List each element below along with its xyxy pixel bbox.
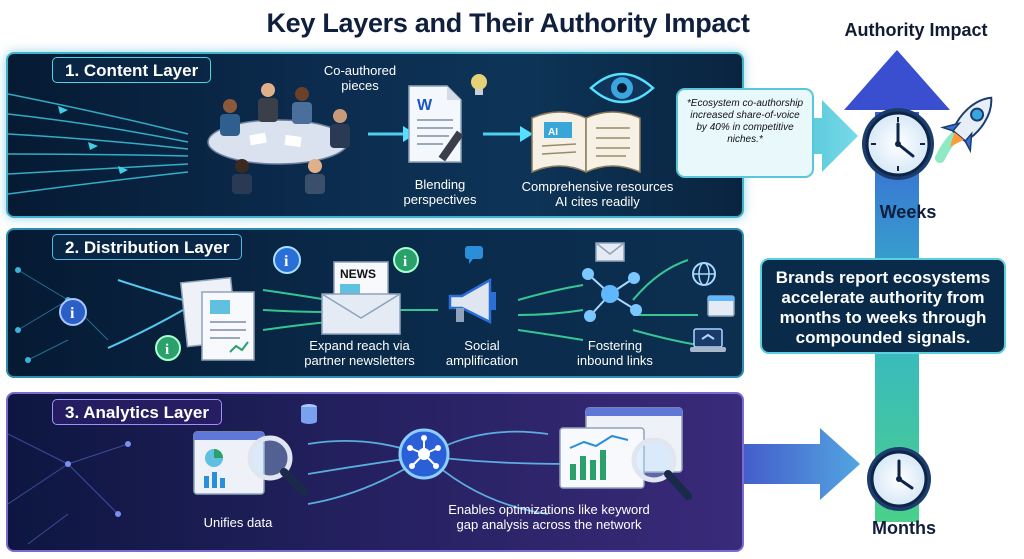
analytics-layer-tag: 3. Analytics Layer — [52, 399, 222, 425]
content-flow-lines — [8, 93, 533, 195]
caption-links: Fostering inbound links — [577, 338, 653, 368]
open-book-icon: AI — [531, 111, 641, 174]
info-icon: i — [393, 247, 419, 273]
envelope-icon — [595, 242, 625, 262]
caption-newsletters: Expand reach via partner newsletters — [304, 338, 415, 368]
svg-text:W: W — [417, 97, 433, 114]
page-title: Key Layers and Their Authority Impact — [266, 8, 750, 38]
clock-icon — [862, 108, 934, 180]
distribution-network-lines — [15, 259, 699, 363]
newspaper-envelope-icon: NEWS — [321, 261, 401, 335]
caption-coauthored: Co-authored pieces — [323, 63, 397, 93]
distribution-layer-tag: 2. Distribution Layer — [52, 234, 243, 260]
caption-social: Social amplification — [445, 338, 519, 368]
database-icon — [301, 404, 317, 424]
megaphone-icon — [448, 277, 496, 325]
laptop-icon — [690, 328, 726, 352]
globe-icon — [692, 262, 716, 286]
document-stack-icon — [179, 276, 255, 361]
authority-report-card: Brands report ecosystems accelerate auth… — [760, 258, 1006, 354]
content-layer-tag: 1. Content Layer — [52, 57, 212, 83]
months-label: Months — [872, 518, 936, 538]
weeks-label: Weeks — [879, 202, 937, 222]
dashboard-icon — [193, 431, 265, 495]
svg-text:AI: AI — [548, 127, 558, 138]
caption-enables: Enables optimizations like keyword gap a… — [448, 502, 650, 532]
caption-blending: Blending perspectives — [403, 177, 477, 207]
info-icon: i — [273, 246, 301, 274]
lightbulb-icon — [471, 74, 487, 95]
magnifier-icon — [247, 435, 308, 496]
clock-icon — [867, 447, 931, 511]
caption-resources: Comprehensive resources AI cites readily — [521, 179, 674, 209]
caption-unifies: Unifies data — [203, 515, 273, 530]
word-document-icon: W — [408, 85, 464, 163]
share-of-voice-note: *Ecosystem co-authorship increased share… — [676, 88, 814, 178]
chat-bubble-icon — [465, 246, 483, 264]
info-icon: i — [155, 335, 181, 361]
svg-text:i: i — [284, 253, 289, 270]
info-icon: i — [59, 298, 87, 326]
network-node-icon — [582, 268, 642, 322]
meeting-icon — [207, 83, 350, 194]
analytics-dashboard-icon — [559, 407, 692, 500]
svg-text:i: i — [403, 254, 407, 270]
hub-icon — [398, 428, 450, 480]
browser-window-icon — [707, 295, 735, 317]
svg-text:i: i — [70, 305, 75, 322]
svg-text:i: i — [165, 342, 169, 358]
rocket-icon — [935, 96, 993, 163]
eye-icon — [589, 72, 655, 104]
news-label: NEWS — [340, 267, 376, 281]
authority-impact-label: Authority Impact — [844, 20, 988, 40]
